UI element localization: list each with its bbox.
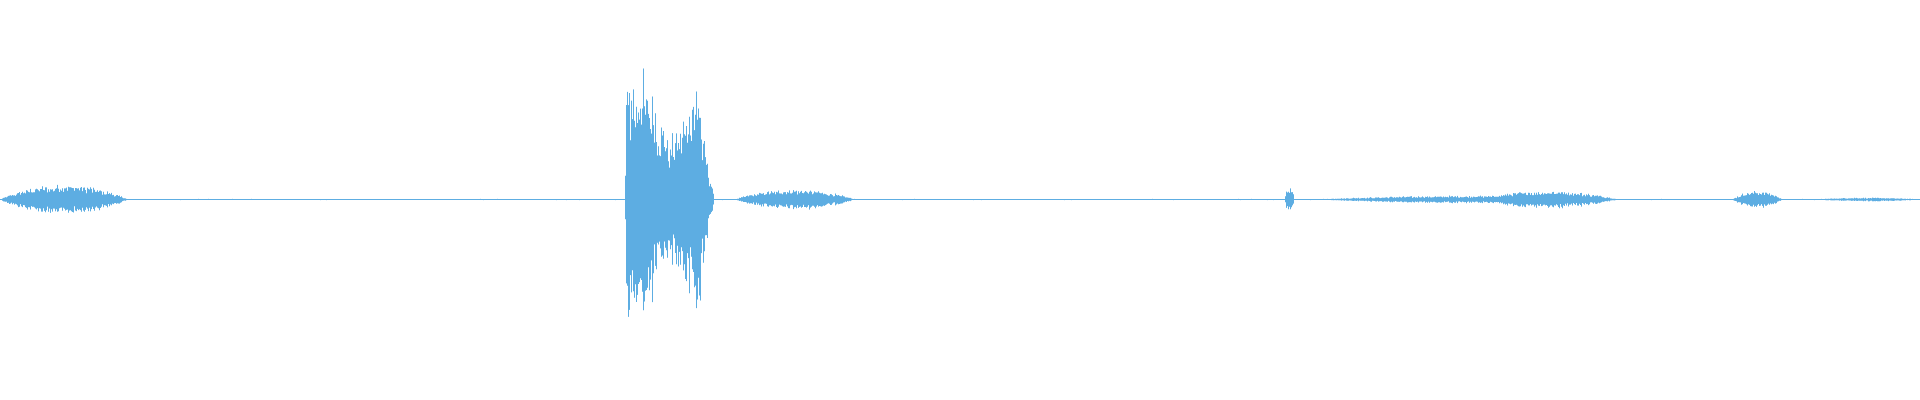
waveform-path (0, 68, 1920, 317)
waveform-samples (0, 68, 1920, 317)
